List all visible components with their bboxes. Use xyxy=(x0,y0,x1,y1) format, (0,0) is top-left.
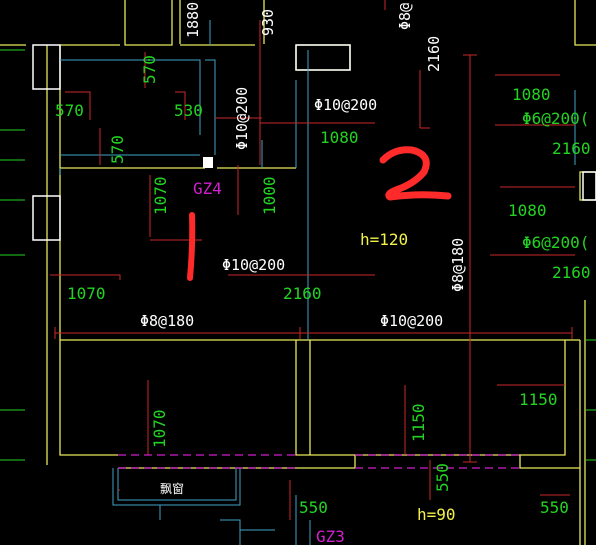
beam-dashed xyxy=(118,454,520,469)
label-phi10-200-b: Φ10@200 xyxy=(222,256,285,274)
axis-ticks-left xyxy=(0,49,25,461)
label-550-v: 550 xyxy=(433,463,452,492)
label-1000-vertical: 1000 xyxy=(260,176,279,215)
label-550-a: 550 xyxy=(299,498,328,517)
label-gz3: GZ3 xyxy=(316,527,345,545)
label-2160-a: 2160 xyxy=(552,139,591,158)
label-phi8-180-vertical: Φ8@180 xyxy=(449,238,467,292)
label-1070-vertical: 1070 xyxy=(151,176,170,215)
label-h120: h=120 xyxy=(360,230,408,249)
label-phi6-200-b: Φ6@200( xyxy=(522,233,589,252)
aux-lines xyxy=(59,20,576,545)
label-2160-top: 2160 xyxy=(425,36,443,72)
label-phi10-200-h: Φ10@200 xyxy=(380,312,443,330)
label-1080-b: 1080 xyxy=(512,85,551,104)
label-1880: 1880 xyxy=(184,2,202,38)
label-1080-c: 1080 xyxy=(508,201,547,220)
label-1150-a: 1150 xyxy=(519,390,558,409)
label-window: 飘窗 xyxy=(160,482,184,496)
label-570-a: 570 xyxy=(55,101,84,120)
label-1070-v2: 1070 xyxy=(150,409,169,448)
label-phi8-180-h: Φ8@180 xyxy=(140,312,194,330)
label-930: 930 xyxy=(259,9,277,36)
label-570-c: 570 xyxy=(108,135,127,164)
label-1070-h: 1070 xyxy=(67,284,106,303)
label-550-b: 550 xyxy=(540,498,569,517)
label-1150-v: 1150 xyxy=(409,403,428,442)
label-gz4: GZ4 xyxy=(193,179,222,198)
axis-ticks-right xyxy=(586,339,596,461)
label-phi10-200-vertical: Φ10@200 xyxy=(233,87,251,150)
label-570-b: 570 xyxy=(140,55,159,84)
rebar-lines xyxy=(50,0,575,520)
label-1080-a: 1080 xyxy=(320,128,359,147)
label-530: 530 xyxy=(174,101,203,120)
label-h90: h=90 xyxy=(417,505,456,524)
column-filled xyxy=(203,157,213,168)
label-phi6-200-a: Φ6@200( xyxy=(522,109,589,128)
label-phi8-top: Φ8@ xyxy=(396,3,414,30)
label-2160-b: 2160 xyxy=(552,263,591,282)
label-2160-c: 2160 xyxy=(283,284,322,303)
columns xyxy=(32,44,596,241)
markup-zone-1-stroke xyxy=(187,212,196,281)
label-phi10-200-a: Φ10@200 xyxy=(314,96,377,114)
markup-zone-2-stroke xyxy=(379,146,452,201)
